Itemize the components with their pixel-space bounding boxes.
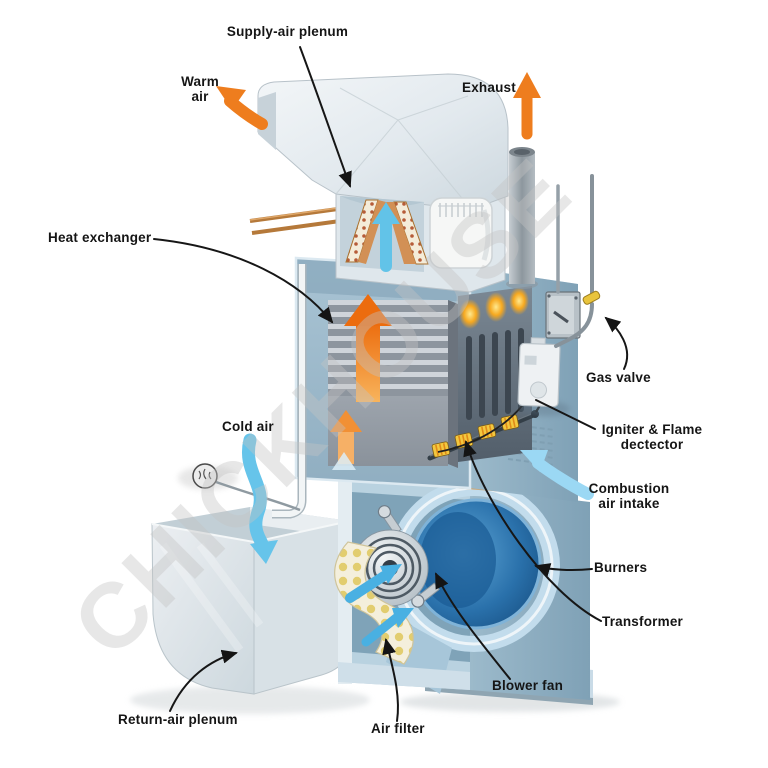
label-warm-air: Warm air (181, 74, 219, 105)
leader-supply-air-plenum (299, 46, 352, 188)
heat-exchanger-block (328, 300, 458, 468)
label-cold-air: Cold air (222, 419, 274, 434)
warm-air-arrow (216, 86, 268, 130)
humidifier (429, 197, 493, 269)
combustion-air-arrow (520, 450, 594, 500)
gas-pipes (554, 174, 601, 348)
leader-heat-exchanger (153, 238, 334, 324)
label-heat-exchanger: Heat exchanger (48, 230, 152, 245)
label-blower-fan: Blower fan (492, 678, 564, 693)
label-igniter-flame-detector: Igniter & Flame dectector (601, 422, 703, 453)
junction-box (545, 291, 581, 339)
lower-cabinet (334, 478, 590, 700)
leader-blower-fan (435, 572, 511, 680)
label-burners: Burners (594, 560, 648, 575)
leader-transformer (463, 440, 602, 622)
gas-valve-control-box (517, 337, 570, 417)
label-return-air-plenum: Return-air plenum (118, 712, 238, 727)
leader-return-air-plenum (169, 649, 238, 712)
exhaust-arrow (513, 72, 541, 140)
label-exhaust: Exhaust (462, 80, 516, 95)
label-combustion-air-intake: Combustion air intake (588, 481, 670, 512)
leader-air-filter (382, 638, 399, 722)
leader-burners (534, 563, 593, 577)
gas-shutoff-valve (582, 290, 601, 305)
hx-airflow-arrows (330, 294, 392, 470)
filter-airflow-arrows (345, 564, 414, 647)
coil-airflow-arrow (372, 202, 400, 272)
label-supply-air-plenum: Supply-air plenum (226, 24, 349, 39)
label-gas-valve: Gas valve (586, 370, 651, 385)
leader-igniter (535, 399, 596, 430)
label-transformer: Transformer (602, 614, 683, 629)
leader-gas-valve (604, 316, 629, 370)
exhaust-pipe (506, 147, 538, 289)
label-air-filter: Air filter (371, 721, 425, 736)
cold-air-arrow (242, 433, 278, 564)
